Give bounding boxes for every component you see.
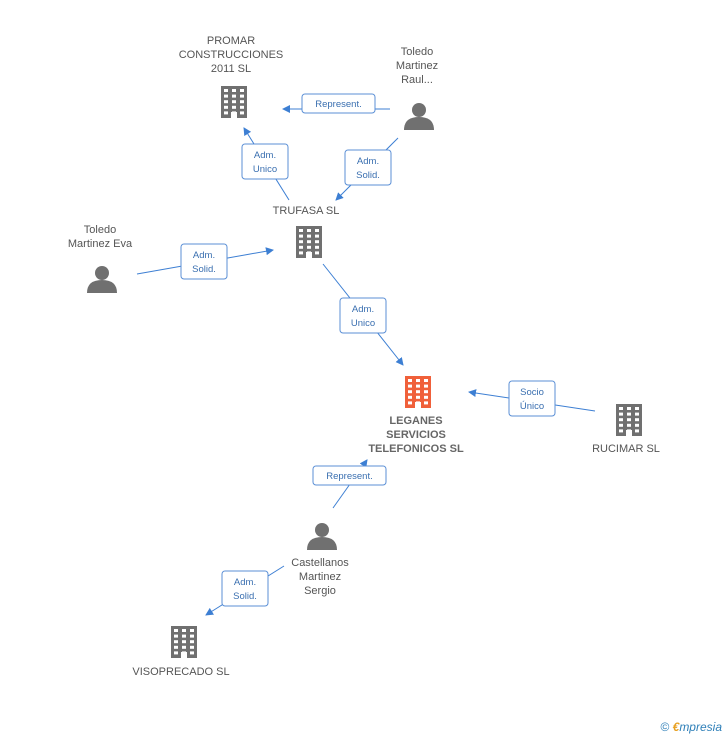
node-label: Martinez — [396, 60, 438, 72]
edge-label-text: Único — [520, 401, 544, 412]
edge-label-text: Socio — [520, 387, 544, 398]
edge-label-text: Adm. — [357, 156, 379, 167]
node-rucimar: RUCIMAR SL — [592, 404, 660, 455]
copyright-symbol: © — [660, 720, 670, 734]
node-label: Martinez — [299, 571, 341, 583]
edge-eva-trufasa: Adm. Solid. — [136, 243, 274, 280]
node-label: Sergio — [304, 585, 336, 597]
edge-trufasa-promar: Adm. Unico — [241, 127, 290, 201]
node-label: Raul... — [401, 74, 433, 86]
building-icon[interactable] — [221, 86, 247, 118]
edge-label-text: Adm. — [193, 250, 215, 261]
edge-label-text: Unico — [351, 318, 375, 329]
node-label: 2011 SL — [211, 63, 251, 75]
edge-label-box[interactable]: Adm. Solid. — [221, 570, 269, 607]
edge-label-text: Unico — [253, 164, 277, 175]
copyright: © €mpresia — [660, 720, 722, 734]
brand-initial: € — [672, 720, 680, 734]
edge-raul-promar: Represent. — [282, 93, 390, 114]
edge-label-box[interactable]: Represent. — [301, 93, 376, 114]
node-label: VISOPRECADO SL — [132, 666, 229, 678]
edge-label-box[interactable]: Adm. Solid. — [180, 243, 228, 280]
edge-label-text: Solid. — [356, 170, 380, 181]
node-label: Martinez Eva — [68, 238, 133, 250]
edge-label-text: Solid. — [233, 591, 257, 602]
edge-sergio-visoprecado: Adm. Solid. — [205, 565, 285, 616]
node-label: PROMAR — [207, 35, 255, 47]
person-icon[interactable] — [87, 266, 117, 293]
edges-layer: Represent.Adm.UnicoAdm.Solid.Adm.Solid.A… — [136, 93, 596, 616]
node-label: CONSTRUCCIONES — [179, 49, 284, 61]
building-icon[interactable] — [171, 626, 197, 658]
edge-label-box[interactable]: Adm. Solid. — [344, 149, 392, 186]
building-icon[interactable] — [405, 376, 431, 408]
node-label: RUCIMAR SL — [592, 443, 660, 455]
brand-name: mpresia — [679, 720, 722, 734]
node-promar: PROMAR CONSTRUCCIONES 2011 SL — [179, 35, 284, 118]
building-icon[interactable] — [296, 226, 322, 258]
node-label: SERVICIOS — [386, 429, 446, 441]
node-visoprecado: VISOPRECADO SL — [132, 626, 230, 678]
edge-sergio-leganes: Represent. — [312, 459, 387, 509]
node-label: LEGANES — [389, 415, 442, 427]
node-leganes: LEGANES SERVICIOS TELEFONICOS SL — [368, 376, 464, 455]
edge-raul-trufasa: Adm. Solid. — [335, 137, 399, 201]
edge-label-text: Solid. — [192, 264, 216, 275]
edge-label-box[interactable]: Adm. Unico — [241, 143, 289, 180]
node-raul: ToledoMartinezRaul... — [396, 46, 438, 130]
edge-label-text: Adm. — [234, 577, 256, 588]
edge-label-text: Adm. — [352, 304, 374, 315]
node-label: Toledo — [84, 224, 116, 236]
edge-trufasa-leganes: Adm. Unico — [322, 263, 404, 366]
edge-label-box[interactable]: Adm. Unico — [339, 297, 387, 334]
edge-label-text: Represent. — [326, 471, 372, 482]
node-label: TELEFONICOS SL — [368, 443, 464, 455]
person-icon[interactable] — [404, 103, 434, 130]
node-label: TRUFASA SL — [273, 205, 340, 217]
person-icon[interactable] — [307, 523, 337, 550]
edge-label-box[interactable]: Represent. — [312, 465, 387, 486]
node-trufasa: TRUFASA SL — [273, 205, 340, 258]
building-icon[interactable] — [616, 404, 642, 436]
node-label: Toledo — [401, 46, 433, 58]
node-label: Castellanos — [291, 557, 349, 569]
edge-label-text: Represent. — [315, 99, 361, 110]
edge-label-text: Adm. — [254, 150, 276, 161]
